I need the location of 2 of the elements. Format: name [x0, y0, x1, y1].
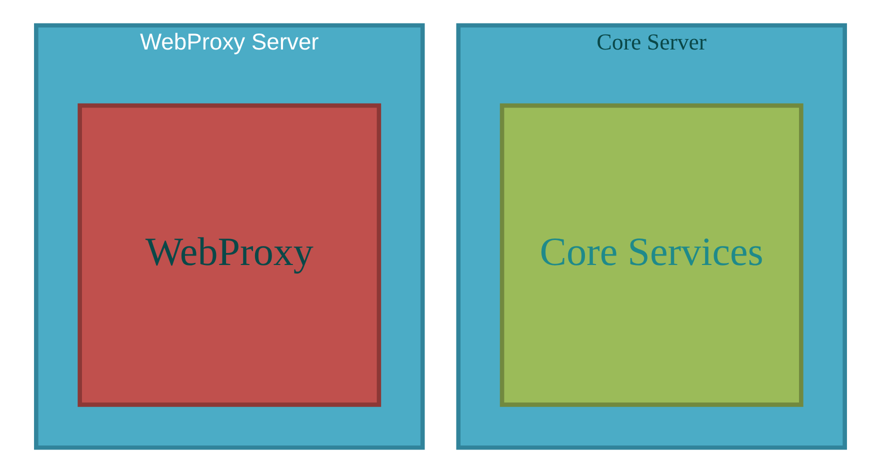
node-box: WebProxy: [77, 103, 381, 407]
node-box: Core Services: [499, 103, 803, 407]
